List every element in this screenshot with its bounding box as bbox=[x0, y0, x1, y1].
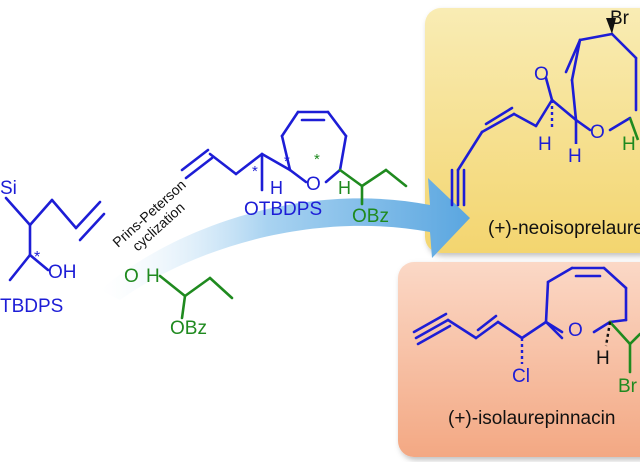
product1-br-wedge bbox=[606, 18, 616, 34]
start-oh: OH bbox=[48, 262, 77, 283]
product1-h2: H bbox=[568, 146, 582, 167]
product2-side-chain bbox=[608, 320, 640, 374]
aldehyde-h: H bbox=[146, 266, 160, 287]
reaction-arrow bbox=[100, 178, 470, 300]
intermediate-h: H bbox=[270, 178, 283, 198]
intermediate bbox=[180, 110, 348, 192]
intermediate-stereo-3: * bbox=[314, 151, 320, 168]
product1-o2: O bbox=[590, 122, 605, 143]
aldehyde bbox=[158, 274, 234, 320]
intermediate-obz: OBz bbox=[352, 206, 389, 227]
product1-h1: H bbox=[538, 134, 552, 155]
product2-o: O bbox=[568, 320, 583, 341]
aldehyde-o: O bbox=[124, 266, 139, 287]
product1-h3: H bbox=[622, 134, 636, 155]
product2-h-bond bbox=[604, 321, 612, 347]
intermediate-h2: H bbox=[338, 178, 351, 198]
intermediate-stereo-2: * bbox=[284, 153, 290, 170]
product2-box bbox=[398, 262, 640, 457]
intermediate-stereo-1: * bbox=[252, 163, 258, 180]
start-stereo-mark: * bbox=[34, 249, 40, 266]
product1-box bbox=[425, 8, 640, 253]
product1-green-bond bbox=[628, 117, 640, 141]
product2-h: H bbox=[596, 348, 610, 369]
product1-br: Br bbox=[610, 8, 630, 29]
product1-name: (+)-neoisoprelaure bbox=[488, 218, 640, 239]
intermediate-otbdps: OTBDPS bbox=[244, 199, 322, 220]
product2-cl: Cl bbox=[512, 366, 530, 387]
start-otbdps: TBDPS bbox=[0, 296, 63, 317]
product2-name: (+)-isolaurepinnacin bbox=[448, 408, 615, 429]
intermediate-o-ring: O bbox=[306, 174, 321, 195]
start-material bbox=[4, 196, 106, 282]
product1-o1: O bbox=[534, 64, 549, 85]
product2-br: Br bbox=[618, 376, 638, 397]
intermediate-side-chain bbox=[338, 168, 408, 206]
start-si: Si bbox=[0, 178, 17, 199]
product2-structure bbox=[412, 266, 628, 346]
product1-structure bbox=[450, 32, 638, 207]
aldehyde-obz: OBz bbox=[170, 318, 207, 339]
